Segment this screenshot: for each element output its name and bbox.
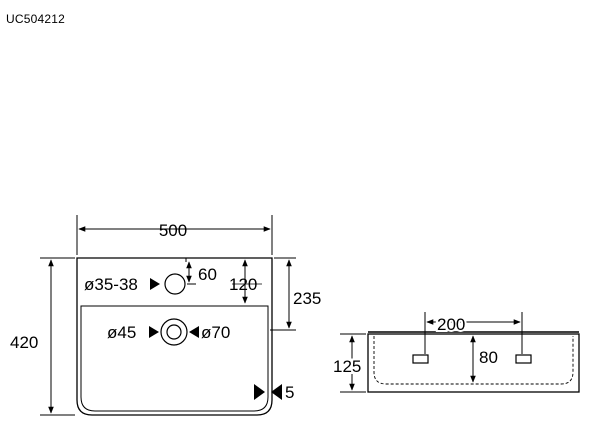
top-view	[40, 215, 296, 416]
side-height-label: 125	[333, 357, 361, 376]
drain-left-pointer-icon	[149, 326, 159, 338]
drain-outer-icon	[160, 318, 188, 346]
side-view-labels: 200 125 80	[331, 313, 498, 378]
spacing-label: 200	[437, 315, 465, 334]
model-code: UC504212	[6, 12, 65, 26]
drain-inner-icon	[166, 324, 182, 340]
bowl-depth-label: 235	[293, 289, 321, 308]
side-hidden-bowl	[373, 336, 574, 385]
tap-offset-label: 60	[198, 265, 217, 284]
drain-outer-label: ø70	[201, 323, 230, 342]
tap-hole-label: ø35-38	[84, 275, 138, 294]
side-body-outline	[367, 333, 580, 393]
basin-outline	[76, 257, 273, 416]
tap-hole-icon	[164, 273, 186, 295]
width-label: 500	[159, 221, 187, 240]
side-slot-right	[515, 354, 532, 364]
tap-hole-pointer-icon	[150, 278, 160, 290]
drain-label: ø45	[107, 323, 136, 342]
depth-label: 420	[10, 333, 38, 352]
basin-bowl-outline	[80, 305, 269, 412]
slot-height-label: 80	[479, 348, 498, 367]
side-slot-left	[412, 354, 429, 364]
wall-right-pointer-icon	[271, 384, 282, 400]
wall-label: 5	[285, 383, 294, 402]
top-view-labels: 500 420 ø35-38 60 120 235 ø45 ø70 5	[10, 221, 321, 402]
side-view	[340, 312, 580, 393]
drain-right-pointer-icon	[189, 326, 199, 338]
tap-inner-label: 120	[229, 275, 257, 294]
wall-left-pointer-icon	[254, 384, 265, 400]
